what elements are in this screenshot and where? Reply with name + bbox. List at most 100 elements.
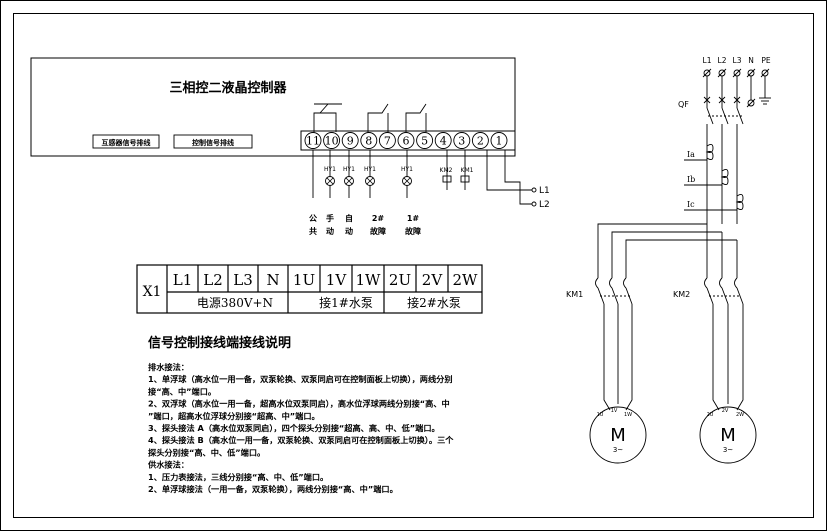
motor2-terminal-u: 2U	[707, 412, 714, 418]
motor1-phase: 3~	[613, 446, 623, 454]
table-border	[136, 264, 483, 314]
lamp-function-line2: 故障	[405, 226, 421, 236]
terminal-number: 5	[421, 135, 428, 148]
km1-blade-2	[611, 287, 619, 305]
table-group-pump1: 接1#水泵	[319, 295, 373, 310]
km1-coil	[460, 175, 470, 183]
supply-slash-l3	[732, 68, 742, 78]
table-group-pump2: 接2#水泵	[407, 295, 461, 310]
motor-1	[589, 406, 647, 464]
l2-terminal-point	[531, 201, 537, 207]
indicator-lamp: HY1	[364, 166, 376, 186]
motor1-terminal-v: 1V	[611, 408, 618, 414]
lamp-cross-b	[366, 177, 374, 185]
lamp-function-line1: 1#	[407, 214, 420, 223]
lamp-function-line1: 自	[345, 213, 353, 223]
terminal-2	[471, 132, 489, 149]
terminal-number: 2	[477, 135, 484, 148]
km1-feed-l2	[611, 231, 722, 278]
lamp-label: HY1	[343, 166, 355, 173]
lamp-function-line1: 2#	[372, 214, 385, 223]
table-header-cell: 1V	[326, 271, 348, 289]
instruction-line: 2、单浮球接法（一用一备，双泵轮换），两线分别接“高、中”端口。	[148, 484, 398, 494]
table-header-cell: 1W	[356, 271, 382, 289]
instruction-line: 探头分别接“高、中、低”端口。	[148, 447, 265, 457]
ct-ia	[705, 143, 714, 161]
ct-label-ic: Ic	[687, 200, 695, 209]
terminal-number: 8	[365, 135, 372, 148]
qf-mark-l2b	[718, 96, 726, 104]
km2-coil	[442, 175, 452, 183]
lamp-function-line2: 动	[326, 226, 334, 236]
km1-feed-l1	[597, 223, 707, 278]
table-group-power: 电源380V+N	[197, 296, 273, 310]
terminal-8	[360, 132, 378, 149]
control-signal-cable-label: 控制信号排线	[192, 138, 234, 147]
control-signal-cable-box	[173, 134, 253, 149]
supply-slash-pe	[760, 68, 770, 78]
terminal-number: 1	[496, 135, 503, 148]
inner-frame	[13, 13, 814, 518]
instruction-line: 2、双浮球（高水位一用一备，超高水位双泵同启），高水位浮球两线分别接“高、中	[148, 399, 450, 409]
terminal-6	[397, 132, 415, 149]
relay-contact-1-blade	[319, 103, 329, 114]
lamp-function-line2: 共	[309, 226, 317, 236]
instruction-line: 供水接法：	[147, 460, 189, 470]
relay-contact-1-2	[313, 112, 337, 132]
lamp-function-line1: 手	[326, 213, 334, 223]
instruction-line: 4、探头接法 B（高水位一用一备，双泵轮换、双泵同启可在控制面板上切换）。三个	[148, 435, 454, 445]
table-header-cell: 2U	[389, 271, 411, 289]
instructions-title: 信号控制接线端接线说明	[148, 335, 291, 351]
table-header-cell: 2V	[422, 271, 444, 289]
km1-arc-1	[595, 277, 599, 289]
power-circuit	[589, 68, 771, 464]
indicator-lamp: HY1	[324, 166, 336, 186]
km2-blade-3	[736, 287, 744, 305]
motor1-terminal-w: 1W	[624, 412, 632, 418]
terminal-number: 11	[306, 135, 320, 148]
terminal-9	[341, 132, 359, 149]
instruction-line: 1、压力表接法，三线分别接“高、中、低”端口。	[148, 472, 328, 482]
supply-slash-l1	[702, 68, 712, 78]
terminal-number: 7	[384, 135, 391, 148]
motor2-terminal-v: 2V	[722, 408, 729, 414]
terminal-number: 6	[403, 135, 410, 148]
km1-contacts	[595, 277, 633, 305]
supply-label: PE	[761, 56, 771, 65]
lamp-function-line2: 动	[345, 226, 353, 236]
terminal-11	[304, 132, 322, 149]
km1-arc-3	[623, 277, 627, 289]
lamp-cross-b	[345, 177, 353, 185]
supply-label: L2	[718, 56, 727, 65]
motor1-wire-u	[603, 304, 611, 411]
ct-label-ia: Ia	[687, 150, 695, 159]
terminal-5	[416, 132, 434, 149]
instruction-line: 3、探头接法 A（高水位双泵同启），四个探头分别接“超高、高、中、低”端口。	[148, 423, 440, 433]
supply-slash-l2	[717, 68, 727, 78]
ct-ic	[735, 193, 744, 211]
instruction-line: 1、单浮球（高水位一用一备，双泵轮换、双泵同启可在控制面板上切换），两线分别	[148, 374, 453, 384]
motor2-terminal-w: 2W	[736, 412, 744, 418]
motor2-phase: 3~	[723, 446, 733, 454]
table-header-cell: 1U	[293, 271, 315, 289]
supply-label: L1	[703, 56, 712, 65]
relay-contact-3	[367, 103, 389, 132]
motor1-wire-w	[625, 304, 633, 411]
contactor-label-km1: KM1	[566, 290, 583, 299]
table-header-cell: 2W	[453, 271, 479, 289]
relay-contact-4	[405, 103, 427, 132]
lamp-function-line1: 公	[309, 214, 317, 223]
motor-2	[699, 406, 757, 464]
terminal-1	[490, 132, 508, 149]
table-header-cell: L2	[203, 271, 223, 289]
km1-arc-2	[609, 277, 613, 289]
lamp-label: HY1	[324, 166, 336, 173]
qf-mark-l3b	[733, 96, 741, 104]
relay-contacts	[313, 103, 427, 132]
coil-label-km1: KM1	[461, 167, 474, 174]
